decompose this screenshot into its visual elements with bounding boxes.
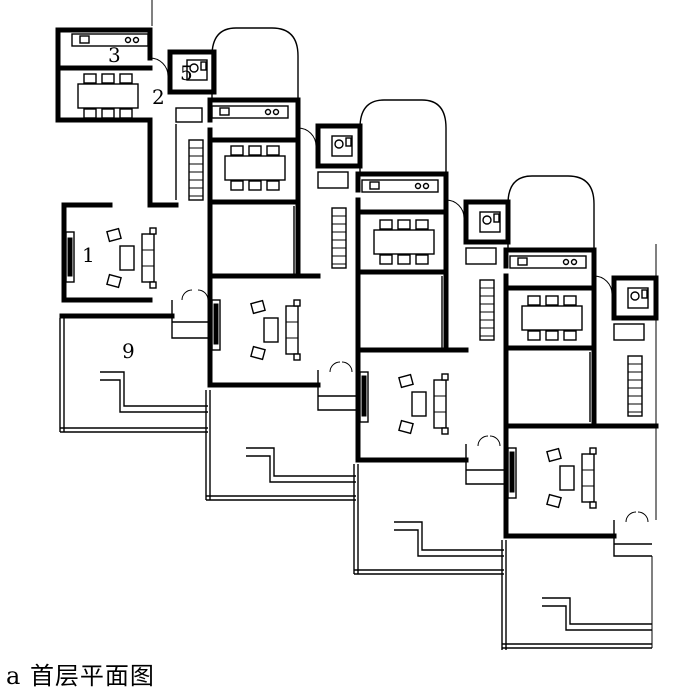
unit-2 — [205, 27, 363, 501]
unit-1: 3 2 5 1 9 — [55, 0, 217, 433]
figure-caption: a 首层平面图 — [6, 662, 155, 690]
unit-3 — [353, 99, 511, 575]
room-label-toilet: 5 — [180, 61, 193, 85]
room-label-entry: 2 — [152, 85, 165, 109]
room-label-garden: 9 — [122, 339, 135, 363]
room-label-kitchen: 3 — [108, 43, 121, 67]
room-label-living-room: 1 — [82, 243, 95, 267]
unit-4 — [501, 175, 659, 650]
